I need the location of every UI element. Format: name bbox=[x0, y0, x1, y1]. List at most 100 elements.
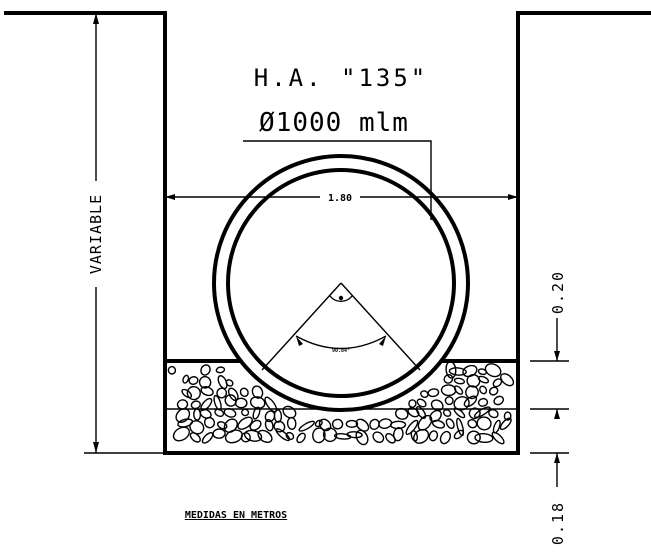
pebble bbox=[466, 430, 481, 445]
pebble bbox=[407, 407, 420, 418]
pebble bbox=[252, 406, 261, 420]
pebble bbox=[479, 385, 488, 395]
pebble bbox=[285, 431, 295, 441]
pebble bbox=[189, 432, 201, 443]
pebble bbox=[453, 385, 464, 395]
pebble bbox=[465, 385, 479, 400]
pebble bbox=[181, 388, 193, 399]
pebble bbox=[484, 363, 502, 378]
units-note: MEDIDAS EN METROS bbox=[185, 510, 287, 521]
pebble bbox=[186, 385, 201, 401]
pebble bbox=[385, 433, 396, 444]
pebble bbox=[474, 432, 494, 444]
pebble bbox=[355, 429, 369, 446]
pebble bbox=[241, 408, 250, 417]
pebble bbox=[225, 379, 234, 387]
pebble bbox=[257, 429, 273, 444]
pebble bbox=[224, 394, 237, 407]
pebble bbox=[408, 399, 417, 408]
pebble bbox=[500, 373, 515, 387]
pebble bbox=[200, 386, 214, 397]
pebble bbox=[216, 421, 228, 430]
pebble bbox=[372, 431, 385, 444]
pebble bbox=[355, 418, 370, 432]
pebble bbox=[212, 428, 226, 439]
pebble bbox=[444, 396, 454, 406]
pebble bbox=[239, 387, 249, 397]
pebble bbox=[345, 419, 359, 428]
pebble bbox=[442, 409, 452, 417]
pebble bbox=[392, 427, 404, 442]
pebble-pattern bbox=[167, 360, 515, 446]
pebble bbox=[237, 416, 253, 430]
width-dimension: 1.80 bbox=[165, 193, 518, 204]
bedding-angle: 90.84° bbox=[261, 282, 421, 371]
pebble bbox=[453, 429, 464, 440]
pebble bbox=[216, 387, 228, 399]
pebble bbox=[217, 375, 228, 390]
pebble bbox=[314, 419, 323, 428]
pebble bbox=[493, 395, 505, 406]
pebble bbox=[282, 405, 297, 419]
pebble bbox=[410, 430, 419, 442]
pebble bbox=[453, 396, 470, 411]
pebble bbox=[167, 365, 177, 375]
pebble bbox=[298, 420, 315, 432]
pebble bbox=[190, 400, 201, 410]
height-dimension: VARIABLE bbox=[84, 12, 165, 454]
pebble bbox=[201, 432, 214, 444]
pebble bbox=[439, 430, 452, 445]
pebble bbox=[473, 406, 491, 419]
pebble bbox=[346, 431, 363, 439]
pebble bbox=[275, 428, 291, 442]
pebble bbox=[415, 405, 427, 420]
pebble bbox=[273, 409, 283, 423]
pebble bbox=[445, 418, 455, 430]
pebble bbox=[463, 395, 478, 408]
pebble bbox=[296, 432, 306, 444]
cover-bottom-label: 0.18 bbox=[549, 501, 567, 545]
pebble bbox=[199, 408, 212, 419]
pebble bbox=[443, 373, 454, 384]
pebble bbox=[427, 388, 440, 398]
pebble bbox=[462, 364, 478, 378]
pebble bbox=[312, 427, 326, 444]
pebble bbox=[503, 411, 512, 421]
cover-top-label: 0.20 bbox=[549, 270, 567, 314]
pebble bbox=[390, 420, 407, 430]
pebble bbox=[203, 416, 216, 429]
pebble bbox=[286, 416, 297, 430]
pebble bbox=[448, 367, 467, 376]
pebble bbox=[491, 431, 505, 445]
pebble bbox=[428, 430, 439, 442]
bedding-angle-label: 90.84° bbox=[332, 348, 350, 354]
pebble bbox=[223, 408, 237, 418]
pipe-spec-label: H.A. "135" bbox=[254, 64, 429, 92]
pebble bbox=[453, 407, 466, 419]
pebble bbox=[182, 374, 190, 384]
pebble bbox=[200, 364, 211, 376]
pebble bbox=[249, 419, 262, 431]
diameter-label: Ø1000 mlm bbox=[259, 108, 409, 138]
pebble bbox=[224, 429, 243, 444]
pebble bbox=[413, 428, 430, 444]
pebble bbox=[488, 386, 499, 396]
pebble bbox=[431, 419, 446, 429]
pebble bbox=[453, 377, 466, 385]
pebble bbox=[193, 408, 202, 421]
pebble bbox=[477, 397, 489, 407]
pebble bbox=[331, 418, 344, 430]
width-label: 1.80 bbox=[328, 193, 352, 204]
pebble bbox=[378, 418, 393, 429]
pebble bbox=[488, 408, 499, 419]
pebble bbox=[264, 418, 274, 432]
pebble bbox=[467, 418, 478, 429]
pebble bbox=[476, 416, 492, 431]
pebble bbox=[172, 426, 190, 442]
pebble bbox=[430, 399, 444, 412]
pebble bbox=[499, 417, 512, 431]
pebble bbox=[214, 408, 225, 418]
pebble bbox=[445, 360, 457, 379]
pebble bbox=[176, 399, 189, 410]
